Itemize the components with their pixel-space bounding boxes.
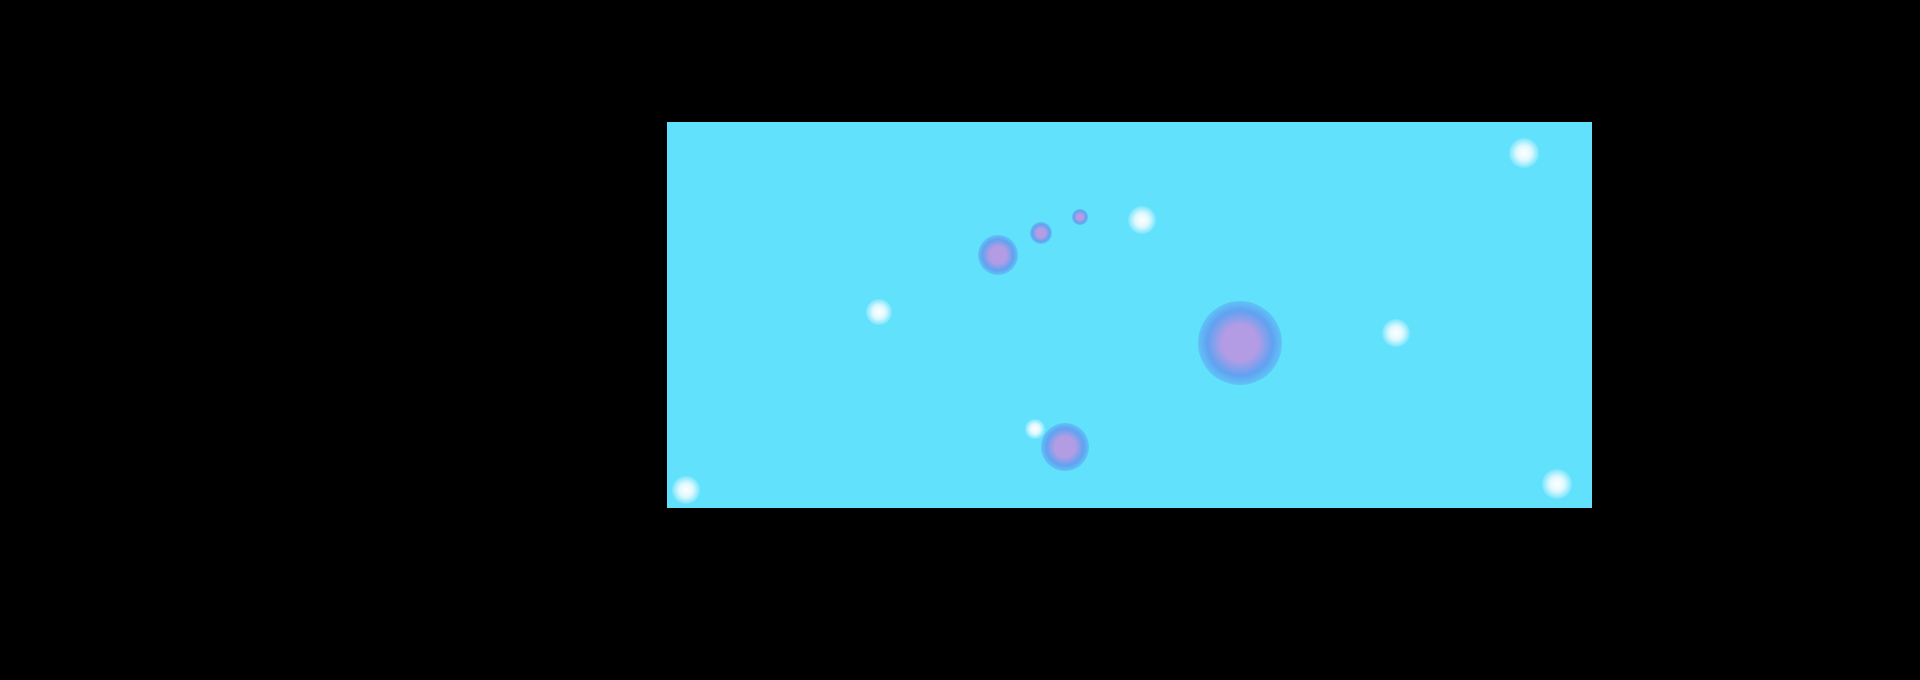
game-canvas[interactable] [667,122,1592,508]
spark-dot[interactable] [1382,319,1410,347]
spark-dot[interactable] [866,299,892,325]
bubble-cell[interactable] [978,235,1018,275]
spark-dot[interactable] [1128,206,1156,234]
bubble-cell[interactable] [1198,301,1282,385]
spark-dot[interactable] [1509,138,1539,168]
spark-dot[interactable] [672,476,700,504]
spark-dot[interactable] [1542,469,1572,499]
bubble-cell[interactable] [1041,423,1089,471]
bubble-cell[interactable] [1030,222,1052,244]
spark-dot[interactable] [1025,419,1045,439]
bubble-cell[interactable] [1072,209,1088,225]
